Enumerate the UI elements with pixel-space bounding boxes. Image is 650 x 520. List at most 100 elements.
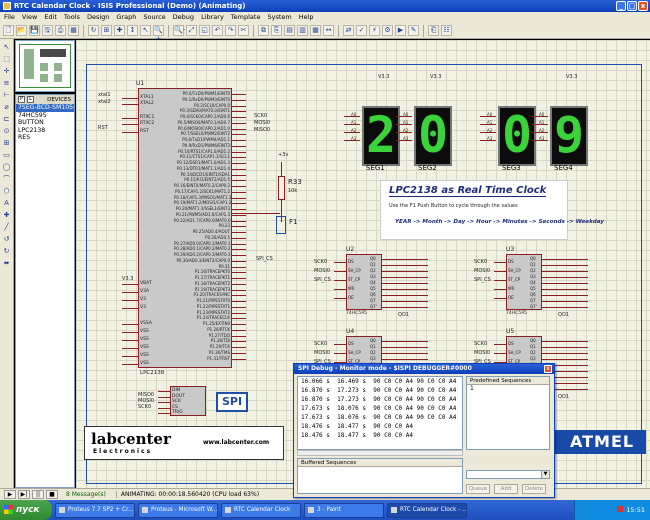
stop-button[interactable]: ■ — [46, 490, 58, 499]
menu-view[interactable]: View — [21, 13, 38, 21]
toolbar-icon[interactable]: ▤ — [284, 25, 295, 36]
device-item[interactable]: 7SEG-BCD-SM10563BS — [16, 104, 74, 112]
device-item[interactable]: BUTTON — [18, 119, 44, 126]
menu-system[interactable]: System — [267, 13, 292, 21]
menu-edit[interactable]: Edit — [44, 13, 57, 21]
mode-tool-icon[interactable]: ≡ — [3, 79, 10, 87]
lpc2138-chip[interactable] — [138, 88, 232, 368]
toolbar-icon[interactable]: 🖫 — [42, 25, 53, 36]
mode-tool-icon[interactable]: ⊞ — [3, 139, 10, 147]
toolbar-icon[interactable]: 💾 — [29, 25, 40, 36]
toolbar-icon[interactable]: 🔍- — [173, 25, 186, 36]
spi-debug-window[interactable]: SPI Debug - Monitor mode - $ISPI DEBUGGE… — [293, 363, 555, 498]
step-button[interactable]: ▶| — [18, 490, 30, 499]
tray-status-icon[interactable] — [617, 506, 624, 512]
start-button[interactable]: пуск — [0, 500, 52, 520]
device-item[interactable]: 74HC595 — [18, 111, 47, 119]
spi-log-row[interactable]: 17.673 s 18.076 s 90 C0 C0 A4 90 C0 C0 A… — [301, 414, 457, 421]
spi-log-row[interactable]: 16.870 s 17.273 s 90 C0 C0 A4 90 C0 C0 A… — [301, 387, 457, 394]
toolbar-icon[interactable]: ⎗ — [428, 25, 439, 36]
shift-register-chip[interactable] — [506, 254, 542, 310]
toolbar-icon[interactable]: ▥ — [297, 25, 308, 36]
mode-tool-icon[interactable]: ⌀ — [4, 103, 9, 111]
mode-tool-icon[interactable]: ↺ — [3, 235, 10, 243]
device-item[interactable]: LPC2138 — [18, 126, 46, 134]
toolbar-icon[interactable]: ↕ — [127, 25, 138, 36]
library-button[interactable]: L — [27, 96, 34, 103]
toolbar-icon[interactable]: 🗋 — [3, 25, 14, 36]
toolbar-icon[interactable]: ↶ — [212, 25, 223, 36]
mode-tool-icon[interactable]: A — [4, 199, 9, 207]
mode-tool-icon[interactable]: ↖ — [3, 43, 10, 51]
menu-graph[interactable]: Graph — [116, 13, 137, 21]
predefined-item[interactable]: 1 — [470, 385, 474, 392]
toolbar-icon[interactable]: ↖ — [140, 25, 151, 36]
spi-debug-titlebar[interactable]: SPI Debug - Monitor mode - $ISPI DEBUGGE… — [294, 364, 554, 374]
mode-tool-icon[interactable]: ⊙ — [3, 127, 10, 135]
spi-log-row[interactable]: 16.066 s 16.469 s 90 C0 C0 A4 90 C0 C0 A… — [301, 378, 457, 385]
toolbar-icon[interactable]: ▦ — [310, 25, 321, 36]
maximize-button[interactable]: □ — [627, 1, 637, 11]
toolbar-icon[interactable]: ⚡ — [369, 25, 380, 36]
menu-tools[interactable]: Tools — [63, 13, 80, 21]
queue-button[interactable]: Queue — [466, 484, 490, 494]
menu-source[interactable]: Source — [143, 13, 166, 21]
toolbar-icon[interactable]: ↔ — [323, 25, 334, 36]
menu-debug[interactable]: Debug — [172, 13, 195, 21]
overview-window[interactable] — [15, 40, 75, 92]
taskbar-window-button[interactable]: 3 - Paint — [304, 502, 384, 518]
predefined-sequences-panel[interactable]: Predefined Sequences 1 — [466, 376, 550, 450]
toolbar-icon[interactable]: ▦ — [68, 25, 79, 36]
toolbar-icon[interactable]: ⎙ — [55, 25, 66, 36]
mode-tool-icon[interactable]: ╱ — [4, 223, 9, 231]
spi-log-row[interactable]: 18.476 s 18.477 s 90 C0 C0 A4 — [301, 432, 413, 439]
mode-tool-icon[interactable]: ⊏ — [3, 115, 10, 123]
buffered-sequences-panel[interactable]: Buffered Sequences — [297, 458, 463, 494]
toolbar-icon[interactable]: ✎ — [408, 25, 419, 36]
shift-register-chip[interactable] — [346, 254, 382, 310]
toolbar-icon[interactable]: ☷ — [441, 25, 452, 36]
mode-tool-icon[interactable]: ⊢ — [3, 91, 10, 99]
spi-log-row[interactable]: 17.673 s 18.076 s 90 C0 C0 A4 90 C0 C0 A… — [301, 405, 457, 412]
spi-monitor-log[interactable]: 16.066 s 16.469 s 90 C0 C0 A4 90 C0 C0 A… — [297, 376, 463, 450]
toolbar-icon[interactable]: ⤢ — [186, 25, 197, 36]
mode-tool-icon[interactable]: ⬚ — [3, 55, 10, 63]
spi-log-row[interactable]: 18.476 s 18.477 s 90 C0 C0 A4 — [301, 423, 413, 430]
toolbar-icon[interactable]: 🔍+ — [153, 25, 164, 43]
spi-log-hscrollbar[interactable] — [297, 450, 463, 456]
resistor-r33[interactable] — [278, 176, 285, 200]
spi-log-row[interactable]: 16.870 s 17.273 s 90 C0 C0 A4 90 C0 C0 A… — [301, 396, 457, 403]
mode-tool-icon[interactable]: ⌒ — [3, 175, 10, 183]
menu-file[interactable]: File — [4, 13, 15, 21]
toolbar-icon[interactable]: ⎘ — [271, 25, 282, 36]
pause-button[interactable]: || — [32, 490, 44, 499]
taskbar-window-button[interactable]: Proteus - Microsoft W... — [138, 502, 218, 518]
menu-template[interactable]: Template — [230, 13, 261, 21]
toolbar-icon[interactable]: ↻ — [88, 25, 99, 36]
sequence-combo[interactable]: ▼ — [466, 470, 550, 479]
delete-button[interactable]: Delete — [522, 484, 546, 494]
pushbutton-f1[interactable] — [276, 216, 286, 234]
mode-tool-icon[interactable]: ▭ — [3, 151, 10, 159]
pick-device-button[interactable]: P — [18, 96, 25, 103]
toolbar-icon[interactable]: ✚ — [114, 25, 125, 36]
mode-tool-icon[interactable]: ⬌ — [3, 259, 10, 267]
toolbar-icon[interactable]: 📂 — [16, 25, 27, 36]
toolbar-icon[interactable]: ✂ — [238, 25, 249, 36]
spi-debugger-instrument[interactable] — [170, 386, 206, 416]
spi-debug-close-button[interactable]: x — [544, 365, 552, 373]
menu-help[interactable]: Help — [298, 13, 314, 21]
toolbar-icon[interactable]: ▶ — [395, 25, 406, 36]
toolbar-icon[interactable]: ◱ — [199, 25, 210, 36]
add-button[interactable]: Add — [494, 484, 518, 494]
toolbar-icon[interactable]: ↷ — [225, 25, 236, 36]
mode-tool-icon[interactable]: ✚ — [3, 211, 10, 219]
mode-tool-icon[interactable]: ◯ — [2, 163, 11, 171]
toolbar-icon[interactable]: ✓ — [356, 25, 367, 36]
toolbar-icon[interactable]: ⊞ — [101, 25, 112, 36]
taskbar-window-button[interactable]: RTC Calendar Clock - ... — [387, 502, 467, 518]
device-item[interactable]: RES — [18, 134, 31, 141]
message-count[interactable]: 8 Message(s) — [66, 491, 106, 498]
taskbar-window-button[interactable]: RTC Calendar Clock — [221, 502, 301, 518]
menu-library[interactable]: Library — [201, 13, 224, 21]
